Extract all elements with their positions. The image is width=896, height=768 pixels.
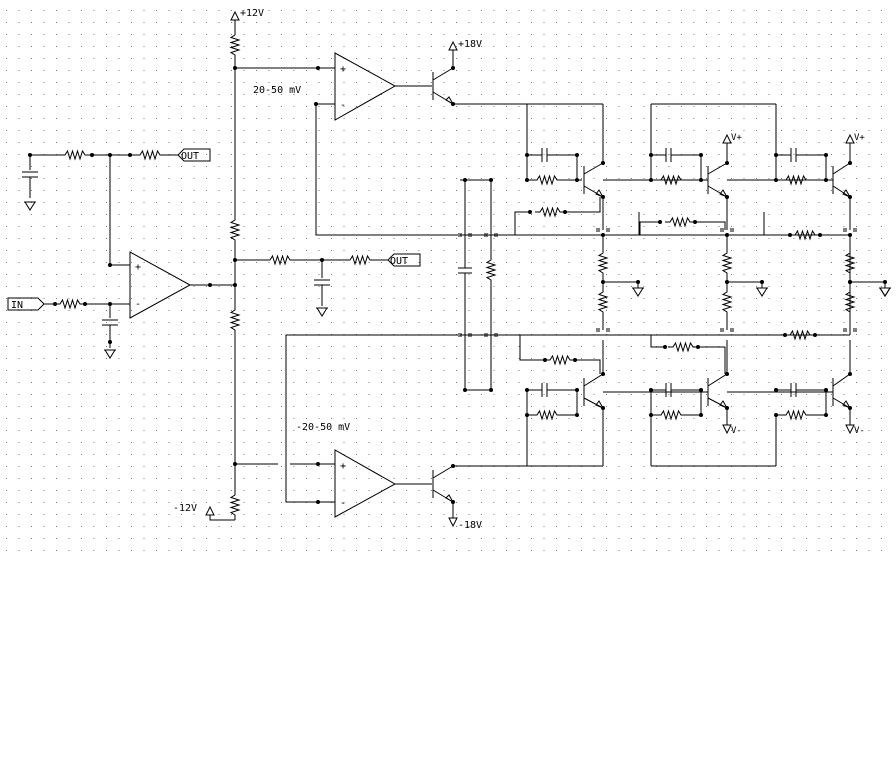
supply-pos12-label: +12V	[240, 8, 264, 19]
resistor	[486, 254, 496, 286]
bias-pos-label: 20-50 mV	[253, 85, 301, 96]
resistor	[664, 217, 696, 227]
upper-bias-stage: + - 20-50 mV +18V	[235, 39, 603, 236]
lower-opamp-minus: -	[340, 498, 346, 509]
input-port[interactable]: IN	[7, 297, 45, 311]
upper-opamp-minus: -	[340, 100, 346, 111]
input-port-label: IN	[11, 300, 23, 311]
resistor	[531, 175, 563, 185]
supply-label: V+	[731, 133, 742, 143]
output-port-top[interactable]: OUT	[177, 148, 211, 162]
resistor	[531, 410, 563, 420]
supply-neg18-label: -18V	[458, 520, 482, 531]
ground-icon	[879, 287, 891, 297]
resistor	[722, 247, 732, 279]
resistor	[598, 247, 608, 279]
resistor	[544, 355, 576, 365]
ground-icon	[879, 287, 891, 297]
lower-opamp-plus: +	[340, 461, 346, 472]
input-stage: IN + -	[7, 150, 235, 359]
resistor	[780, 410, 812, 420]
lower-bias-stage: + - -20-50 mV -18V	[235, 334, 603, 531]
supply-neg12-label: -12V	[173, 503, 197, 514]
ground-icon	[632, 287, 644, 297]
supply-label: V+	[854, 133, 865, 143]
output-port-top-label: OUT	[181, 151, 199, 162]
supply-label: V-	[731, 426, 742, 436]
output-port-mid-label: OUT	[390, 256, 408, 267]
supply-label: V-	[854, 426, 865, 436]
supply-pos18-label: +18V	[458, 39, 482, 50]
buffer-opamp: + -	[129, 251, 192, 319]
bias-neg-label: -20-50 mV	[296, 422, 350, 433]
resistor	[598, 286, 608, 318]
resistor	[655, 410, 687, 420]
opamp-plus-label: +	[135, 262, 141, 273]
ground-icon	[756, 287, 768, 297]
upper-opamp-plus: +	[340, 64, 346, 75]
resistor	[534, 207, 566, 217]
opamp-minus-label: -	[135, 299, 141, 310]
resistor	[722, 286, 732, 318]
output-port-mid[interactable]: OUT	[387, 253, 421, 267]
grid-dots	[6, 10, 882, 551]
output-stage: V+ V- V+ V-	[458, 103, 891, 467]
resistor	[667, 342, 699, 352]
